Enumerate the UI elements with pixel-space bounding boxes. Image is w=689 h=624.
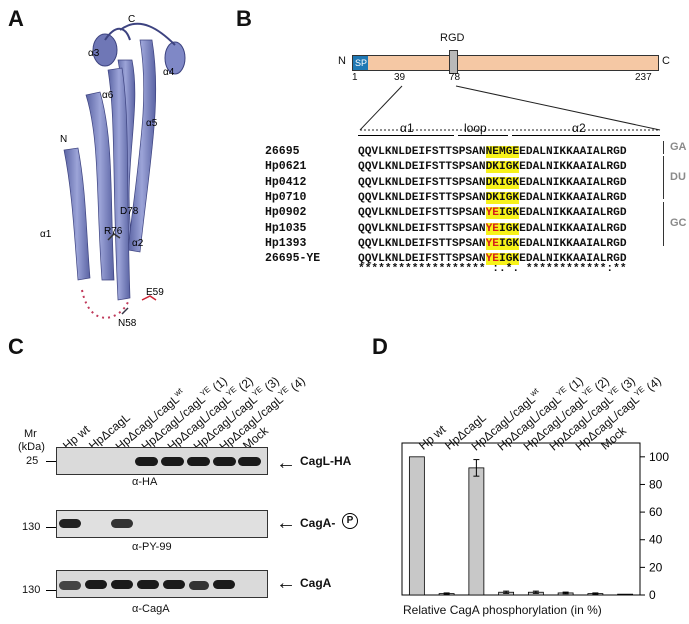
label-alpha2: α2	[132, 238, 144, 249]
arrow-cagl-ha: ←	[276, 452, 296, 474]
map-c-label: C	[662, 55, 670, 67]
alignment-row: Hp0710 QQVLKNLDEIFSTTSPSANDKIGKEDALNIKKAA…	[265, 187, 627, 205]
alignment-row-name: 26695	[265, 145, 300, 158]
arrow-caga-p: ←	[276, 512, 296, 534]
rgd-label: RGD	[440, 32, 465, 44]
phospho-circle: P	[342, 513, 358, 529]
alignment-row: Hp0412 QQVLKNLDEIFSTTSPSANDKIGKEDALNIKKAA…	[265, 172, 627, 190]
align-header-a1: α1	[400, 121, 414, 135]
pos-39: 39	[394, 72, 406, 83]
blot-strip-caga	[56, 570, 268, 598]
label-alpha1: α1	[40, 229, 52, 240]
antibody-ha: α-HA	[132, 476, 158, 488]
kda-label: (kDa)	[18, 441, 45, 453]
alignment-row-sequence: QQVLKNLDEIFSTTSPSANYEIGKEDALNIKKAAIALRGD	[358, 237, 627, 250]
label-alpha5: α5	[146, 118, 158, 129]
alignment-row-name: Hp0621	[265, 160, 307, 174]
label-r76: R76	[104, 226, 123, 237]
pos-237: 237	[635, 72, 652, 83]
label-n-term: N	[60, 134, 67, 145]
y-tick-label: 0	[649, 588, 656, 602]
panel-letter-d: D	[372, 334, 388, 359]
conservation-line: ******************* :.*. ************:**	[358, 263, 627, 276]
bar	[617, 593, 634, 596]
helix-alpha4-shape	[164, 41, 186, 75]
y-tick-label: 40	[649, 533, 663, 547]
y-tick-label: 20	[649, 560, 663, 574]
mr-label: Mr	[24, 428, 37, 440]
alignment-row-name: Hp0902	[265, 206, 307, 220]
label-caga-p: CagA-	[300, 516, 336, 530]
panel-letter-b: B	[236, 6, 252, 31]
label-n58: N58	[118, 318, 137, 329]
alignment-row-sequence: QQVLKNLDEIFSTTSPSANDKIGKEDALNIKKAAIALRGD	[358, 161, 627, 174]
label-alpha6: α6	[102, 90, 114, 101]
arrow-caga: ←	[276, 572, 296, 594]
label-alpha4: α4	[163, 67, 175, 78]
y-tick-label: 100	[649, 450, 669, 464]
pos-78: 78	[449, 72, 461, 83]
alignment-row-sequence: QQVLKNLDEIFSTTSPSANYEIGKEDALNIKKAAIALRGD	[358, 253, 627, 266]
alignment-row: Hp0902 QQVLKNLDEIFSTTSPSANYEIGKEDALNIKKAA…	[265, 202, 627, 220]
y-tick-label: 80	[649, 477, 663, 491]
panel-letter-a: A	[8, 6, 24, 31]
label-caga: CagA	[300, 576, 332, 590]
alignment-row-sequence: QQVLKNLDEIFSTTSPSANYEIGKEDALNIKKAAIALRGD	[358, 207, 627, 220]
protein-body-bar	[368, 55, 659, 71]
label-cagl-ha: CagL-HA	[300, 454, 352, 468]
marker-25: 25	[26, 455, 39, 467]
y-tick-label: 60	[649, 505, 663, 519]
alignment-row: Hp1393 QQVLKNLDEIFSTTSPSANYEIGKEDALNIKKAA…	[265, 233, 627, 251]
blot-strip-py99	[56, 510, 268, 538]
label-e59: E59	[146, 287, 164, 298]
marker-130-a: 130	[22, 521, 41, 533]
group-label-ga: GA	[670, 141, 687, 153]
group-label-du: DU	[670, 171, 686, 183]
rgd-box	[449, 50, 458, 74]
bar	[408, 456, 425, 596]
alignment-row-name: 26695-YE	[265, 252, 321, 266]
antibody-py99: α-PY-99	[132, 541, 172, 553]
antibody-caga: α-CagA	[132, 603, 170, 615]
protein-structure-figure: C α3 α4 α6 α5 N α1 D78 R76 α2 E59 N58	[40, 14, 186, 329]
blot-strip-ha	[56, 447, 268, 475]
chart-xlabel: Relative CagA phosphorylation (in %)	[403, 603, 602, 617]
label-c-term: C	[128, 14, 135, 25]
pos-1: 1	[352, 72, 358, 83]
helix-alpha3-shape	[92, 33, 118, 67]
bar	[468, 467, 485, 596]
bar-chart: 0 20 40 60 80 100	[401, 442, 669, 602]
alignment-row-sequence: QQVLKNLDEIFSTTSPSANYEIGKEDALNIKKAAIALRGD	[358, 222, 627, 235]
alignment-row-name: Hp0710	[265, 190, 307, 204]
chart-frame	[401, 442, 641, 596]
alignment-row-sequence: QQVLKNLDEIFSTTSPSANDKIGKEDALNIKKAAIALRGD	[358, 176, 627, 189]
align-header-loop: loop	[464, 121, 487, 135]
label-d78: D78	[120, 206, 139, 217]
alignment-row: 26695 QQVLKNLDEIFSTTSPSANNEMGEEDALNIKKAAI…	[265, 141, 627, 159]
alignment-row-sequence: QQVLKNLDEIFSTTSPSANDKIGKEDALNIKKAAIALRGD	[358, 191, 627, 204]
label-alpha3: α3	[88, 48, 100, 59]
alignment-row-name: Hp1035	[265, 221, 307, 235]
panel-letter-c: C	[8, 334, 24, 359]
alignment-row-name: Hp1393	[265, 236, 307, 250]
align-header-a2: α2	[572, 121, 586, 135]
alignment-row: 26695-YE QQVLKNLDEIFSTTSPSANYEIGKEDALNIKK…	[265, 248, 627, 266]
alignment-row-sequence: QQVLKNLDEIFSTTSPSANNEMGEEDALNIKKAAIALRGD	[358, 146, 627, 158]
alignment-row: Hp1035 QQVLKNLDEIFSTTSPSANYEIGKEDALNIKKAA…	[265, 218, 627, 236]
alignment-row-name: Hp0412	[265, 175, 307, 189]
marker-130-b: 130	[22, 584, 41, 596]
alignment-row: Hp0621 QQVLKNLDEIFSTTSPSANDKIGKEDALNIKKAA…	[265, 156, 627, 174]
group-label-gc: GC	[670, 217, 687, 229]
map-n-label: N	[338, 55, 346, 67]
zoom-lines	[359, 85, 661, 131]
